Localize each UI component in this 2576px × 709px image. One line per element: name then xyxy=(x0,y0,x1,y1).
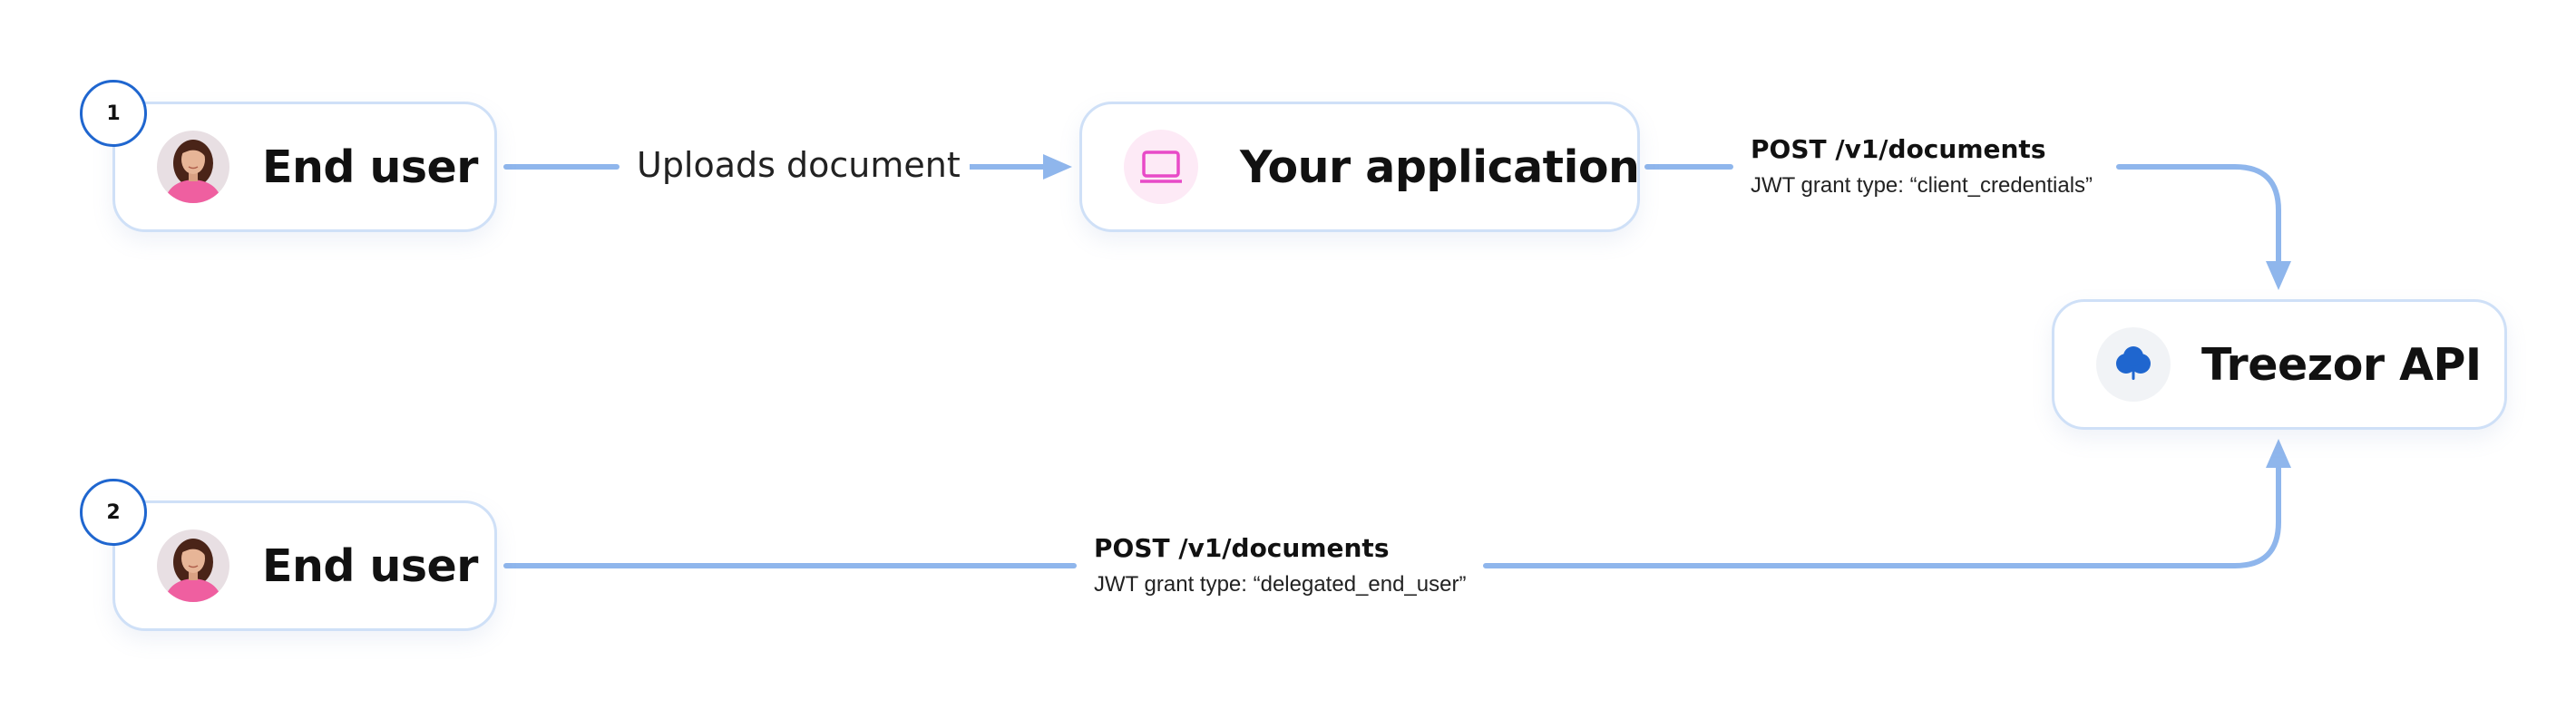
edge-label-user-to-api: POST /v1/documents JWT grant type: “dele… xyxy=(1094,533,1466,597)
arrowhead-to-app xyxy=(1043,154,1072,180)
node-title: Your application xyxy=(1240,141,1640,193)
edge-app-to-api-curve xyxy=(2116,164,2281,267)
edge-label-subtitle: JWT grant type: “delegated_end_user” xyxy=(1094,572,1467,597)
edge-user2-to-api-curve xyxy=(1483,465,2281,568)
node-title: Treezor API xyxy=(2201,338,2482,391)
node-your-application: Your application xyxy=(1079,102,1640,232)
step-number: 2 xyxy=(106,500,121,524)
treezor-icon-container xyxy=(2096,327,2171,402)
user-avatar xyxy=(157,131,229,203)
edge-label-subtitle: JWT grant type: “client_credentials” xyxy=(1751,173,2093,198)
arrowhead-to-api-bottom xyxy=(2266,439,2291,468)
edge-label-text: Uploads document xyxy=(637,145,961,185)
app-icon-container xyxy=(1124,130,1198,204)
user-avatar xyxy=(157,529,229,602)
edge-label-title: POST /v1/documents xyxy=(1094,533,1390,563)
node-treezor-api: Treezor API xyxy=(2052,299,2507,430)
treezor-logo-icon xyxy=(2116,346,2151,380)
edge-label-app-to-api: POST /v1/documents JWT grant type: “clie… xyxy=(1751,134,2093,199)
laptop-icon xyxy=(1140,151,1182,183)
node-end-user-2: End user xyxy=(112,500,497,631)
node-title: End user xyxy=(262,141,478,193)
node-end-user-1: End user xyxy=(112,102,497,232)
step-badge-2: 2 xyxy=(80,479,147,546)
arrowhead-to-api-top xyxy=(2266,261,2291,290)
step-number: 1 xyxy=(106,102,121,125)
node-title: End user xyxy=(262,539,478,592)
step-badge-1: 1 xyxy=(80,80,147,147)
edge-label-title: POST /v1/documents xyxy=(1751,134,2046,164)
edge-label-uploads-document: Uploads document xyxy=(628,145,970,185)
